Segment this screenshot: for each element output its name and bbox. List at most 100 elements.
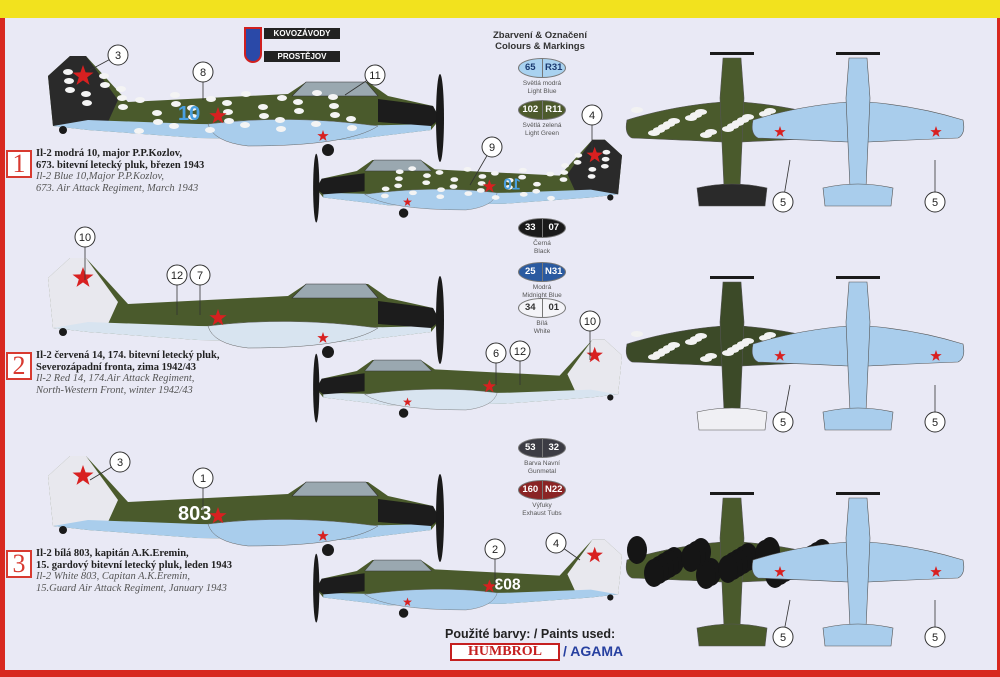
desc-en-line2: 673. Air Attack Regiment, March 1943 bbox=[36, 182, 199, 194]
fuselage bbox=[48, 56, 440, 140]
aircraft-side-profile: 803 bbox=[313, 539, 622, 623]
winter-mottle bbox=[224, 118, 234, 124]
humbrol-code: 53 bbox=[519, 439, 543, 457]
fuselage bbox=[316, 539, 622, 606]
red-star-insignia bbox=[930, 126, 942, 137]
winter-mottle bbox=[118, 104, 128, 110]
camouflage-patch bbox=[627, 536, 647, 564]
red-star-insignia bbox=[209, 309, 227, 326]
winter-mottle bbox=[423, 173, 431, 178]
marking-callout: 5 bbox=[924, 385, 946, 433]
winter-mottle bbox=[171, 101, 181, 107]
marking-callout: 5 bbox=[772, 384, 794, 433]
winter-mottle bbox=[519, 192, 528, 197]
red-star-insignia bbox=[482, 379, 497, 393]
winter-mottle bbox=[276, 126, 286, 132]
paints-used-label: Použité barvy: / Paints used: bbox=[445, 627, 616, 641]
propeller bbox=[313, 553, 320, 623]
camouflage-patch bbox=[631, 331, 643, 337]
winter-mottle bbox=[532, 188, 541, 194]
winter-mottle bbox=[294, 108, 304, 114]
landing-wheel bbox=[398, 608, 409, 618]
desc-en-line1: Il-2 Blue 10,Major P.P.Kozlov, bbox=[36, 171, 165, 182]
camouflage-patch bbox=[644, 559, 664, 587]
winter-mottle bbox=[330, 112, 340, 118]
callout-number: 2 bbox=[492, 544, 498, 556]
marking-callout: 5 bbox=[772, 599, 794, 648]
marking-callout: 12 bbox=[509, 340, 531, 385]
callout-number: 3 bbox=[115, 50, 121, 62]
fuselage bbox=[48, 456, 440, 540]
tail-wheel bbox=[59, 526, 67, 534]
color-name-en: Midnight Blue bbox=[522, 292, 562, 299]
marking-callout: 7 bbox=[189, 264, 211, 315]
agama-logo: / AGAMA bbox=[563, 643, 623, 659]
landing-wheel bbox=[322, 144, 334, 156]
desc-en-line2: North-Western Front, winter 1942/43 bbox=[36, 384, 193, 396]
top-border-stripe bbox=[0, 0, 1000, 18]
agama-code: R11 bbox=[545, 104, 563, 115]
camouflage-patch bbox=[648, 354, 660, 360]
landing-wheel bbox=[398, 208, 409, 218]
color-name-en: White bbox=[533, 328, 551, 335]
marking-callout: 12 bbox=[166, 264, 188, 315]
desc-en-line1: Il-2 White 803, Capitan A.K.Eremin, bbox=[36, 571, 190, 582]
callout-number: 10 bbox=[79, 232, 91, 244]
propeller bbox=[313, 153, 320, 223]
tailplane bbox=[696, 407, 768, 431]
canopy bbox=[364, 559, 433, 572]
marking-callout: 5 bbox=[772, 159, 794, 213]
tailplane bbox=[822, 183, 894, 207]
aircraft-bottom-view bbox=[751, 492, 965, 647]
callout-number: 5 bbox=[932, 632, 938, 644]
winter-mottle bbox=[258, 104, 268, 110]
engine-cowling bbox=[316, 173, 365, 195]
winter-mottle bbox=[587, 174, 596, 179]
wing bbox=[207, 321, 379, 349]
winter-mottle bbox=[600, 163, 609, 169]
camouflage-patch bbox=[685, 339, 697, 345]
winter-mottle bbox=[312, 90, 322, 96]
winter-mottle bbox=[346, 116, 356, 122]
callout-number: 11 bbox=[369, 70, 380, 82]
red-star-insignia bbox=[317, 130, 329, 141]
humbrol-code: 102 bbox=[519, 101, 543, 119]
camouflage-patch bbox=[718, 555, 738, 583]
winter-mottle bbox=[259, 113, 269, 119]
winter-mottle bbox=[437, 187, 445, 193]
winter-mottle bbox=[241, 91, 251, 97]
winter-mottle bbox=[559, 177, 568, 182]
winter-mottle bbox=[602, 149, 611, 155]
color-name-cz: Barva Navní bbox=[524, 460, 560, 467]
desc-cz-line2: 673. bitevní letecký pluk, březen 1943 bbox=[36, 159, 205, 171]
scheme-1-description: 1 Il-2 modrá 10, major P.P.Kozlov, 673. … bbox=[6, 148, 205, 194]
winter-mottle bbox=[422, 180, 431, 185]
aircraft-side-profile bbox=[48, 258, 444, 364]
winter-mottle bbox=[205, 127, 215, 133]
humbrol-logo: HUMBROL bbox=[450, 643, 560, 661]
winter-mottle bbox=[491, 195, 500, 200]
camouflage-patch bbox=[681, 544, 701, 572]
aircraft-side-profile: 803 bbox=[48, 456, 444, 562]
marking-callout: 4 bbox=[581, 104, 603, 150]
scheme-number-badge: 3 bbox=[6, 550, 32, 578]
red-star-insignia bbox=[586, 546, 603, 563]
winter-mottle bbox=[449, 184, 458, 189]
humbrol-code: 25 bbox=[519, 263, 543, 281]
winter-mottle bbox=[117, 95, 127, 101]
winter-mottle bbox=[64, 78, 74, 84]
canopy bbox=[364, 159, 433, 172]
tactical-number: 803 bbox=[178, 503, 211, 525]
bottom-border-stripe bbox=[0, 670, 1000, 677]
red-star-insignia bbox=[72, 65, 94, 85]
legend-title: Zbarvení & Označení Colours & Markings bbox=[480, 30, 600, 52]
winter-mottle bbox=[478, 174, 487, 179]
humbrol-code: 33 bbox=[519, 219, 543, 237]
winter-mottle bbox=[169, 123, 179, 129]
agama-code: 07 bbox=[548, 222, 560, 233]
desc-en-line2: 15.Guard Air Attack Regiment, January 19… bbox=[36, 582, 227, 594]
tactical-number: 10 bbox=[503, 177, 521, 194]
propeller bbox=[313, 353, 320, 423]
